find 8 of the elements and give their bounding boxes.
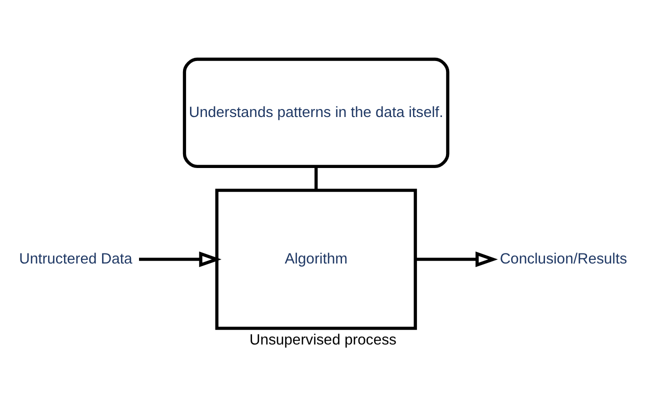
arrow <box>416 251 498 267</box>
connector <box>314 166 318 190</box>
node-text: Untructered Data <box>19 250 132 267</box>
node-text: Conclusion/Results <box>500 250 628 267</box>
node-box: Understands patterns in the data itself. <box>182 57 450 168</box>
caption: Unsupervised process <box>249 332 397 348</box>
arrow <box>139 251 222 267</box>
node-box: Algorithm <box>215 188 417 330</box>
